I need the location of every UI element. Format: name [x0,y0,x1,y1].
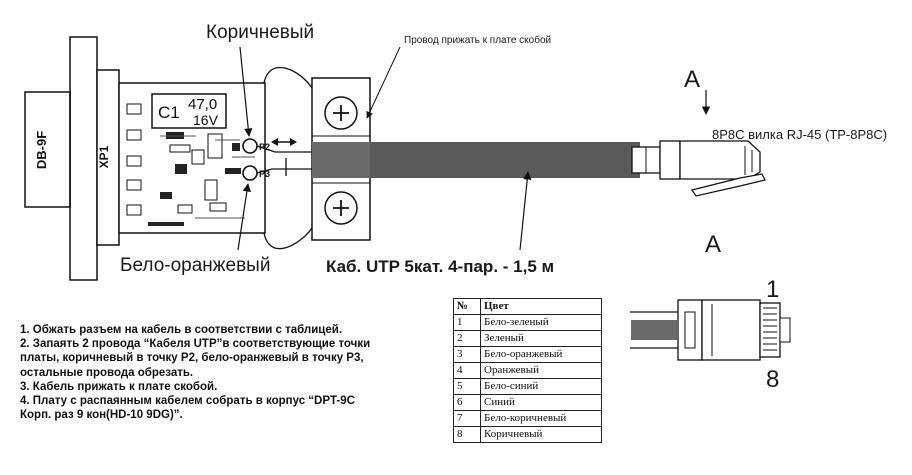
cable-label-pointer [519,171,532,251]
plug-label: 8P8C вилка RJ-45 (TP-8P8C) [712,127,888,142]
wire-color: Оранжевый [480,362,602,379]
table-header-row: № Цвет [453,298,602,315]
capacitor-ref: C1 [158,103,180,122]
double-arrow-icon [271,138,297,146]
white-orange-wire-label: Бело-оранжевый [120,255,271,276]
instruction-step: 1. Обжать разъем на кабель в соответстви… [20,324,343,336]
white-orange-wire-pointer [237,183,252,251]
db9-connector: DB-9F XP1 [24,36,120,281]
view-marker-bottom: A [705,231,722,258]
wire-color: Бело-оранжевый [480,346,602,363]
cable-label: Каб. UTP 5кат. 4-пар. - 1,5 м [326,257,555,276]
wire-color: Бело-зеленый [480,314,602,331]
header-color: Цвет [480,298,602,315]
pin-number: 3 [453,346,481,363]
rj45-plug-side [631,140,766,197]
pin-number: 2 [453,330,481,347]
brown-wire-pointer [239,46,253,137]
pin-number: 8 [453,426,481,443]
capacitor-value: 47,0 [188,96,217,113]
pin-number: 7 [453,410,481,427]
pin-number: 4 [453,362,481,379]
brown-wire-label: Коричневый [206,22,315,43]
wire-color: Бело-коричневый [480,410,602,427]
pcb-board: C1 47,0 16V P2 P3 [118,82,270,234]
pin-first-label: 1 [766,276,780,303]
pin-last-label: 8 [766,366,780,393]
xp1-label: XP1 [97,145,111,168]
clamp-note: Провод прижать к плате скобой [404,35,552,46]
instruction-step: 3. Кабель прижать к плате скобой. [20,380,218,393]
instruction-step: 4. Плату с распаянным кабелем собрать в … [20,395,355,422]
rj45-plug-front [630,299,791,361]
wire-color: Зеленый [480,330,602,347]
db9-label: DB-9F [34,131,49,169]
pin-number: 1 [453,314,481,331]
pin-number: 5 [453,378,481,395]
wire-color: Коричневый [480,426,602,443]
pin-number: 6 [453,394,481,411]
wire-color: Синий [480,394,602,411]
assembly-instructions: 1. Обжать разъем на кабель в соответстви… [20,323,380,422]
capacitor-voltage: 16V [193,112,219,128]
instruction-step: 2. Запаять 2 провода “Кабеля UTP”в соотв… [20,338,371,379]
pad-p3-label: P3 [259,169,270,179]
wire-color: Бело-синий [480,378,602,395]
clamp-note-pointer [366,46,401,119]
header-number: № [453,298,481,315]
pad-p2-label: P2 [259,142,270,152]
view-marker-top: A [684,66,701,93]
